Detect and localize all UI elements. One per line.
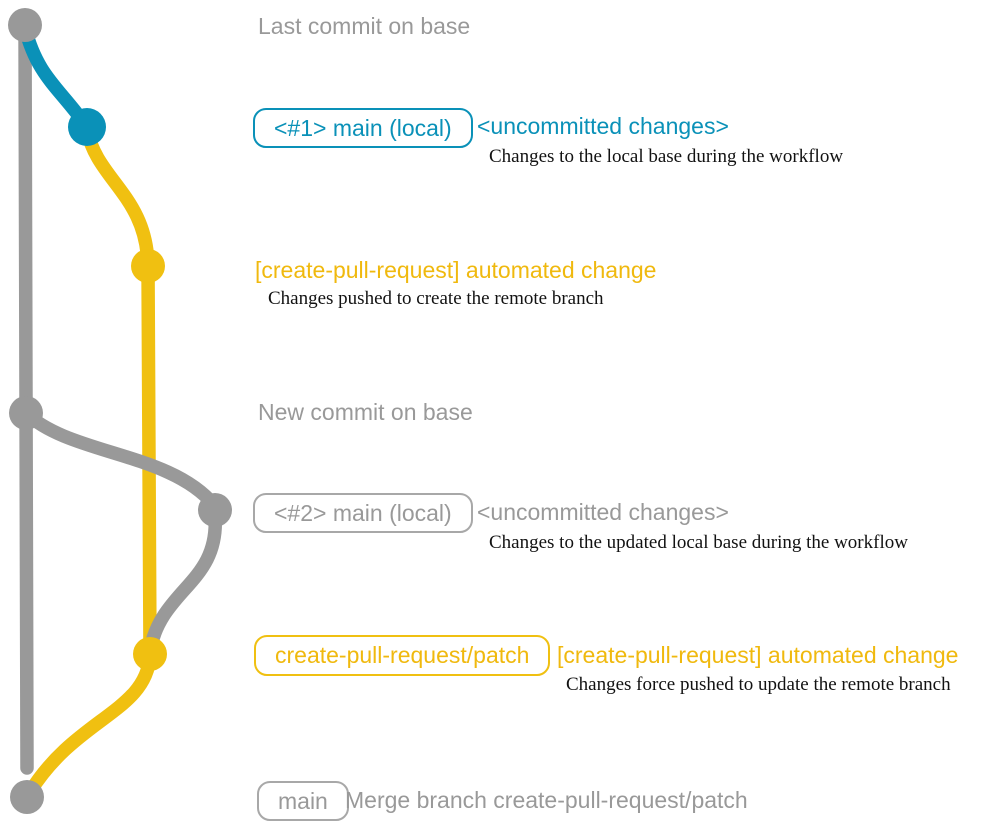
commit-title-uncommitted-changes-1: <uncommitted changes>	[477, 113, 729, 139]
commit-title-merge-commit: Merge branch create-pull-request/patch	[345, 787, 748, 813]
edge-patch-merge	[23, 649, 157, 799]
commit-title-uncommitted-changes-2: <uncommitted changes>	[477, 499, 729, 525]
commit-title-automated-change-2: [create-pull-request] automated change	[557, 642, 959, 668]
commit-node-new-commit-on-base	[9, 396, 43, 430]
label-last-commit-on-base: Last commit on base	[258, 13, 471, 39]
commit-desc-uncommitted-changes-1: Changes to the local base during the wor…	[489, 146, 844, 167]
commit-node-last-commit-on-base	[8, 8, 42, 42]
label-new-commit-on-base: New commit on base	[258, 399, 473, 425]
edge-local-main-2-rebase	[143, 508, 222, 657]
commit-title-automated-change-1: [create-pull-request] automated change	[255, 257, 657, 283]
branch-badge-create-pull-request-patch: create-pull-request/patch	[254, 635, 551, 676]
edge-local-main-2-branch	[19, 406, 221, 512]
commit-node-uncommitted-changes-2	[198, 493, 232, 527]
branch-badge-main-local-2: <#2> main (local)	[253, 493, 473, 533]
commit-node-merge-commit	[10, 780, 44, 814]
commit-node-automated-change-2	[133, 637, 167, 671]
commit-graph	[8, 8, 232, 814]
edge-patch-branch-create	[80, 123, 155, 273]
commit-desc-automated-change-1: Changes pushed to create the remote bran…	[268, 288, 604, 309]
branch-badge-main: main	[257, 781, 349, 821]
commit-node-automated-change-1	[131, 249, 165, 283]
commit-desc-uncommitted-changes-2: Changes to the updated local base during…	[489, 532, 908, 553]
commit-node-uncommitted-changes-1	[68, 108, 106, 146]
commit-desc-automated-change-2: Changes force pushed to update the remot…	[566, 674, 951, 695]
branch-badge-main-local-1: <#1> main (local)	[253, 108, 473, 148]
